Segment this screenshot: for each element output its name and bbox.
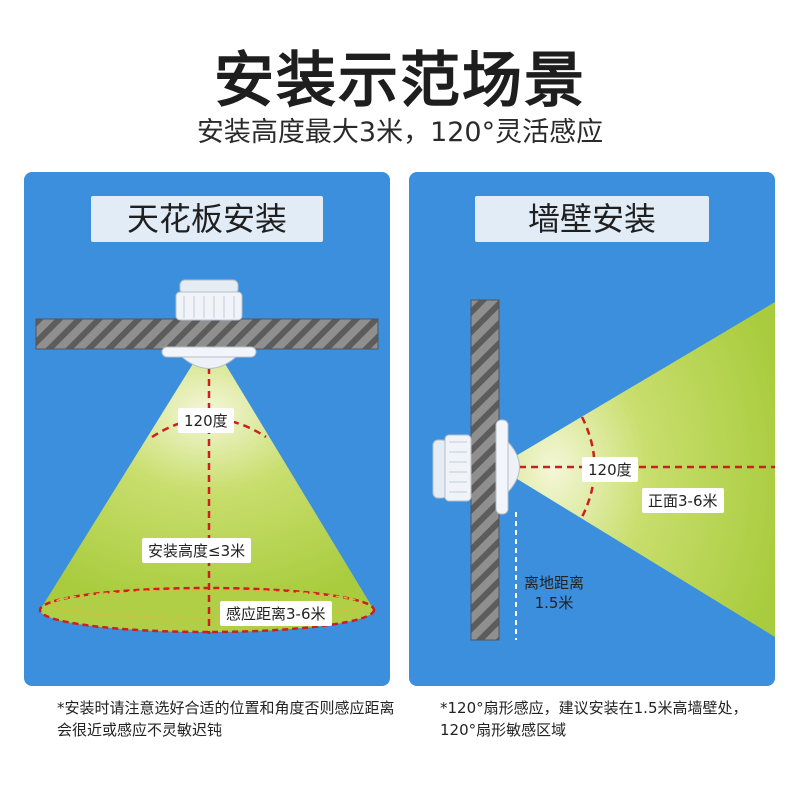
ceiling-height-label: 安装高度≤3米 (142, 538, 252, 563)
ceiling-install-panel: 天花板安装 120度 安装高度≤3米 感应距离3-6米 (24, 172, 390, 686)
ceiling-illustration (35, 279, 379, 634)
ceiling-note: *安装时请注意选好合适的位置和角度否则感应距离会很近或感应不灵敏迟钝 (57, 699, 395, 739)
ceiling-panel-title: 天花板安装 (91, 196, 323, 242)
wall-front-label: 正面3-6米 (642, 488, 724, 513)
wall-illustration (432, 299, 775, 641)
wall-angle-label: 120度 (582, 457, 638, 482)
ceiling-distance-label: 感应距离3-6米 (220, 601, 332, 626)
ceiling-slab (35, 318, 379, 350)
wall-ground-label: 离地距离 1.5米 (523, 574, 584, 612)
motion-sensor-icon (161, 279, 257, 369)
ceiling-angle-label: 120度 (178, 408, 234, 433)
motion-sensor-icon (432, 419, 520, 515)
wall-note: *120°扇形感应，建议安装在1.5米高墙壁处，120°扇形敏感区域 (440, 699, 748, 739)
wall-install-panel: 墙壁安装 120度 正面3-6米 离地距离 1.5米 (409, 172, 775, 686)
wall-slab (470, 299, 500, 641)
wall-panel-title: 墙壁安装 (475, 196, 709, 242)
detection-cone (40, 362, 374, 610)
detection-cone (514, 302, 775, 637)
page-subtitle: 安装高度最大3米，120°灵活感应 (196, 117, 604, 148)
page-title: 安装示范场景 (214, 46, 586, 116)
